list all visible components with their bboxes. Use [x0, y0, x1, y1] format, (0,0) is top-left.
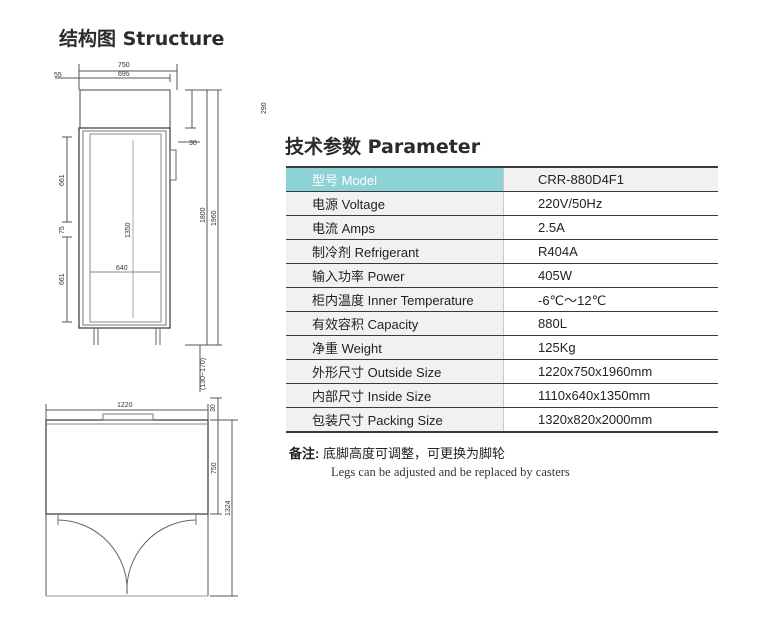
parameter-key: 包装尺寸 Packing Size — [286, 407, 504, 433]
dim-290: 290 — [261, 102, 268, 114]
parameter-value: CRR-880D4F1 — [503, 166, 718, 192]
dim-130-170: (130~170) — [200, 358, 207, 390]
parameter-value: 2.5A — [503, 215, 718, 240]
top-view-dimensions: 1220 30 750 1324 — [117, 402, 232, 516]
parameter-value: 1110x640x1350mm — [503, 383, 718, 408]
side-view-drawing — [55, 64, 222, 392]
top-view-drawing — [45, 397, 238, 597]
parameter-key: 电流 Amps — [286, 215, 504, 240]
parameter-key: 柜内温度 Inner Temperature — [286, 287, 504, 312]
dim-30: 30 — [189, 140, 197, 147]
parameter-value: 1320x820x2000mm — [503, 407, 718, 433]
parameter-value: 1220x750x1960mm — [503, 359, 718, 384]
parameter-value: 125Kg — [503, 335, 718, 360]
dim-661-top: 661 — [59, 174, 66, 186]
parameter-value: 220V/50Hz — [503, 191, 718, 216]
parameter-key: 制冷剂 Refrigerant — [286, 239, 504, 264]
parameter-value: 405W — [503, 263, 718, 288]
note-text-cn: 底脚高度可调整，可更换为脚轮 — [322, 446, 505, 461]
parameter-key: 有效容积 Capacity — [286, 311, 504, 336]
parameter-key: 型号 Model — [286, 166, 504, 192]
parameter-key: 电源 Voltage — [286, 191, 504, 216]
parameter-key: 内部尺寸 Inside Size — [286, 383, 504, 408]
parameter-key: 输入功率 Power — [286, 263, 504, 288]
dim-30-top: 30 — [210, 404, 217, 412]
note-text-en: Legs can be adjusted and be replaced by … — [331, 465, 570, 479]
parameter-key: 净重 Weight — [286, 335, 504, 360]
structure-title: 结构图 Structure — [59, 28, 225, 50]
dim-1350: 1350 — [125, 222, 132, 238]
side-view-dimensions: 750 695 55 290 30 661 75 1350 661 640 18… — [54, 62, 268, 390]
dim-695: 695 — [118, 71, 130, 78]
dim-75: 75 — [59, 226, 66, 234]
parameter-value: R404A — [503, 239, 718, 264]
dim-1960: 1960 — [211, 210, 218, 226]
parameter-value: -6℃～12℃ — [503, 287, 718, 312]
parameter-key: 外形尺寸 Outside Size — [286, 359, 504, 384]
dim-750-top: 750 — [211, 462, 218, 474]
note-label: 备注: — [289, 446, 320, 461]
dim-661-bottom: 661 — [59, 273, 66, 285]
dim-1220: 1220 — [117, 402, 133, 409]
dim-55: 55 — [54, 72, 62, 79]
dim-750: 750 — [118, 62, 130, 69]
dim-640: 640 — [116, 265, 128, 272]
note: 备注: 底脚高度可调整，可更换为脚轮 — [289, 443, 505, 462]
parameter-row: 柜内温度 Inner Temperature-6℃～12℃ — [286, 287, 718, 312]
dim-1800: 1800 — [200, 207, 207, 223]
parameter-title: 技术参数 Parameter — [285, 136, 481, 158]
parameter-value: 880L — [503, 311, 718, 336]
dim-1324: 1324 — [225, 500, 232, 516]
